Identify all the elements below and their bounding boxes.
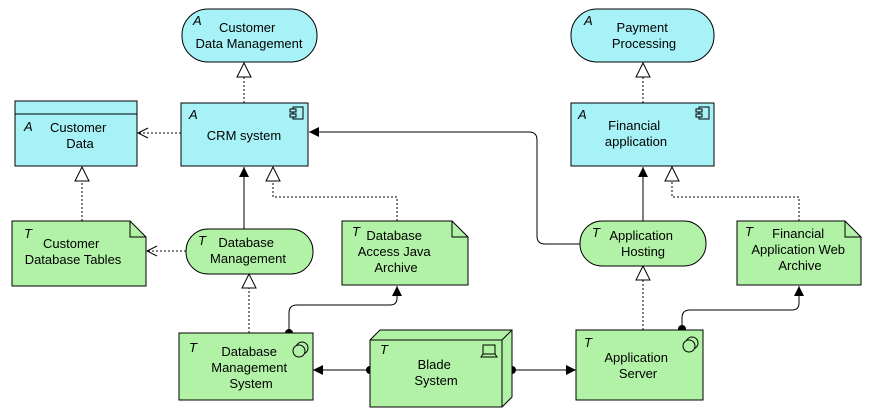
node-tag: T (189, 340, 198, 355)
node-label: Database Management (210, 235, 286, 266)
node-tag: A (188, 107, 198, 122)
application-component-icon (695, 106, 710, 120)
node-blade-system[interactable]: T Blade System (369, 329, 513, 408)
node-tag: A (192, 13, 202, 28)
node-tag: T (584, 335, 593, 350)
node-tag: T (592, 225, 601, 240)
node-label: Application Hosting (609, 228, 676, 259)
artifact-icon (844, 221, 861, 238)
node-label: Application Server (604, 350, 671, 381)
application-component-icon (289, 106, 304, 120)
node-tag: T (198, 233, 207, 248)
used-by-hosting-to-crm[interactable] (309, 127, 580, 245)
node-label: Payment Processing (612, 20, 676, 51)
node-label: Database Access Java Archive (358, 228, 435, 275)
node-database-access-java-archive[interactable]: T Database Access Java Archive (341, 220, 469, 286)
node-label: Blade System (414, 357, 457, 388)
node-customer-database-tables[interactable]: T Customer Database Tables (11, 220, 147, 287)
node-customer-data-management[interactable]: A Customer Data Management (181, 8, 318, 63)
node-database-management[interactable]: T Database Management (185, 228, 314, 275)
node-label: Customer Data Management (196, 20, 303, 51)
node-tag: T (352, 224, 361, 239)
node-label: Financial application (605, 118, 667, 149)
realization-web-archive-to-financial-app[interactable] (672, 167, 800, 221)
node-label: CRM system (207, 128, 281, 143)
node-tag: A (577, 107, 587, 122)
node-tag: T (380, 342, 389, 357)
node-payment-processing[interactable]: A Payment Processing (570, 8, 715, 63)
node-label: Financial Application Web Archive (751, 226, 848, 273)
node-customer-data[interactable]: A Customer Data (14, 100, 138, 167)
device-icon (480, 344, 498, 358)
system-software-icon (682, 336, 699, 353)
node-label: Customer Database Tables (25, 236, 122, 267)
node-application-server[interactable]: T Application Server (575, 329, 704, 401)
node-financial-application-web-archive[interactable]: T Financial Application Web Archive (736, 220, 862, 286)
node-application-hosting[interactable]: T Application Hosting (579, 220, 707, 267)
node-label: Database Management System (211, 344, 291, 391)
artifact-icon (129, 221, 146, 238)
node-tag: T (24, 226, 33, 241)
assignment-app-server-to-web-archive[interactable] (678, 286, 804, 333)
node-tag: A (23, 119, 33, 134)
system-software-icon (292, 341, 309, 358)
node-financial-application[interactable]: A Financial application (570, 102, 715, 167)
node-tag: A (583, 13, 593, 28)
realization-java-archive-to-crm[interactable] (273, 167, 398, 221)
connections (82, 63, 804, 375)
node-database-management-system[interactable]: T Database Management System (178, 332, 314, 401)
node-label: Customer Data (50, 120, 110, 151)
node-tag: T (745, 224, 754, 239)
assignment-dbms-to-java-archive[interactable] (285, 286, 402, 337)
node-crm-system[interactable]: A CRM system (180, 102, 309, 167)
artifact-icon (451, 221, 468, 238)
